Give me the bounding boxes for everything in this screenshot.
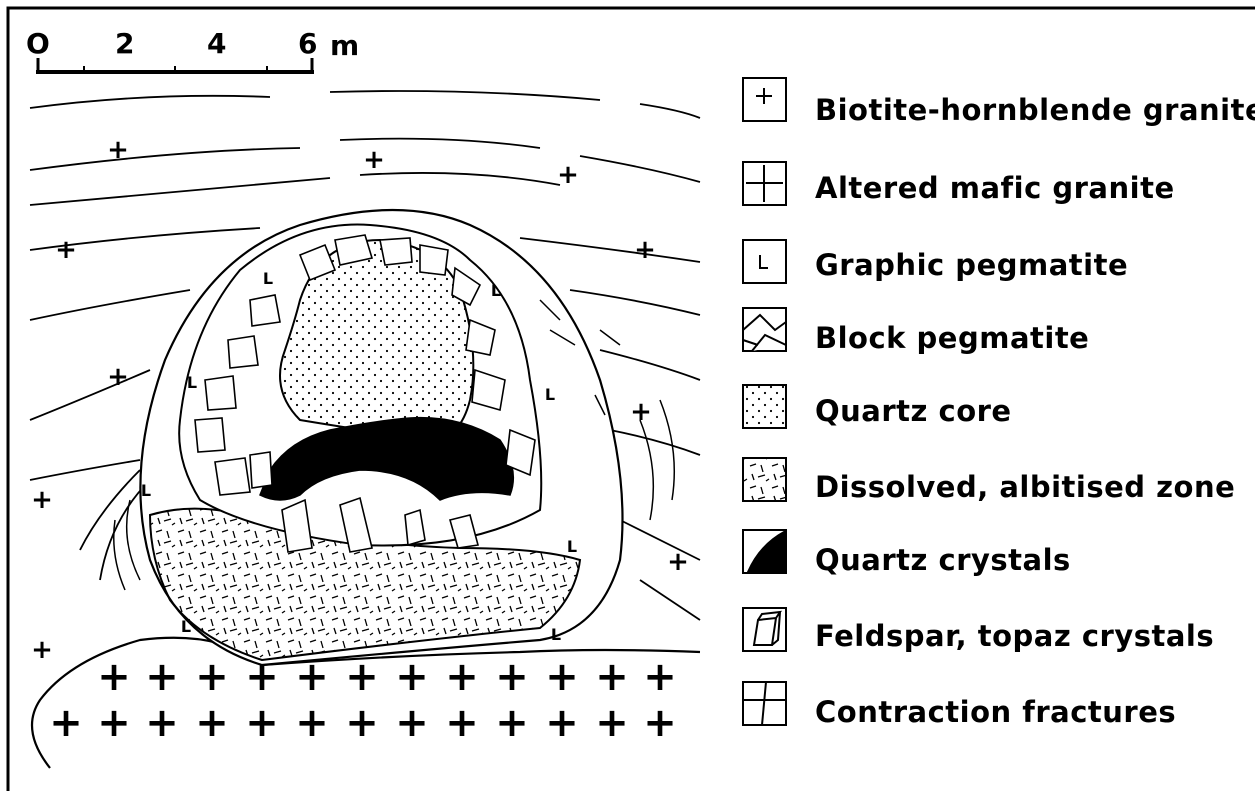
altered-granite-plus-symbol: + [595, 654, 629, 700]
scale-unit: m [330, 32, 359, 60]
granite-plus-symbol: + [557, 160, 579, 190]
legend-label-block-pegmatite: Block pegmatite [815, 324, 1089, 353]
granite-plus-symbol: + [107, 135, 129, 165]
graphic-pegmatite-symbol: L [181, 617, 191, 636]
graphic-pegmatite-symbol: L [567, 537, 577, 556]
swatch-block-pegmatite [743, 308, 786, 351]
scale-bar [36, 58, 314, 74]
altered-granite-plus-symbol: + [245, 654, 279, 700]
altered-granite-plus-symbol: + [295, 700, 329, 746]
graphic-pegmatite-symbol: L [187, 373, 197, 392]
legend-label-biotite-hornblende-granite: Biotite-hornblende granite [815, 96, 1255, 125]
granite-plus-symbol: + [55, 235, 77, 265]
legend-label-graphic-pegmatite: Graphic pegmatite [815, 251, 1128, 280]
legend-label-quartz-crystals: Quartz crystals [815, 546, 1071, 575]
swatch-biotite-hornblende-granite [743, 78, 786, 121]
altered-granite-plus-symbol: + [295, 654, 329, 700]
altered-granite-plus-symbol: + [595, 700, 629, 746]
altered-granite-plus-symbol: + [495, 700, 529, 746]
altered-granite-plus-symbol: + [545, 654, 579, 700]
swatch-contraction-fractures [743, 682, 786, 725]
granite-plus-symbol: + [31, 485, 53, 515]
granite-plus-symbol: + [667, 547, 689, 577]
altered-granite-plus-symbol: + [395, 654, 429, 700]
altered-granite-plus-symbol: + [195, 700, 229, 746]
altered-granite-plus-symbol: + [395, 700, 429, 746]
altered-granite-plus-symbol: + [495, 654, 529, 700]
graphic-pegmatite-symbol: L [551, 625, 561, 644]
altered-granite-plus-symbol: + [97, 700, 131, 746]
graphic-pegmatite-symbol: L [141, 481, 151, 500]
legend-label-altered-mafic-granite: Altered mafic granite [815, 174, 1175, 203]
swatch-quartz-core [743, 385, 786, 428]
graphic-pegmatite-symbol: L [263, 269, 273, 288]
altered-granite-plus-symbol: + [643, 700, 677, 746]
scale-tick-0: O [26, 30, 50, 58]
scale-tick-6: 6 [298, 30, 317, 58]
legend-swatches [743, 78, 786, 725]
graphic-pegmatite-symbol: L [491, 281, 501, 300]
scale-tick-4: 4 [207, 30, 226, 58]
altered-granite-plus-symbol: + [445, 654, 479, 700]
legend-label-quartz-core: Quartz core [815, 397, 1012, 426]
altered-granite-plus-symbol: + [345, 654, 379, 700]
altered-granite-plus-symbol: + [643, 654, 677, 700]
swatch-altered-mafic-granite [743, 162, 786, 205]
altered-granite-plus-symbol: + [545, 700, 579, 746]
swatch-quartz-crystals [743, 530, 786, 573]
granite-plus-symbol: + [363, 145, 385, 175]
altered-granite-plus-symbol: + [245, 700, 279, 746]
altered-granite-plus-symbol: + [49, 700, 83, 746]
legend-label-dissolved-albitised-zone: Dissolved, albitised zone [815, 473, 1235, 502]
granite-plus-symbol: + [107, 362, 129, 392]
legend-label-feldspar-topaz-crystals: Feldspar, topaz crystals [815, 622, 1214, 651]
granite-plus-symbol: + [31, 635, 53, 665]
swatch-graphic-pegmatite [743, 240, 786, 283]
altered-granite-plus-symbol: + [345, 700, 379, 746]
swatch-dissolved-albitised-zone [743, 458, 786, 501]
altered-granite-plus-symbol: + [145, 700, 179, 746]
scale-tick-2: 2 [115, 30, 134, 58]
swatch-feldspar-topaz-crystals [743, 608, 786, 651]
altered-granite-plus-symbol: + [195, 654, 229, 700]
altered-granite-plus-symbol: + [445, 700, 479, 746]
altered-granite-plus-symbol: + [97, 654, 131, 700]
granite-plus-symbol: + [630, 397, 652, 427]
granite-plus-symbol: + [634, 235, 656, 265]
altered-granite-plus-symbol: + [145, 654, 179, 700]
graphic-pegmatite-symbol: L [545, 385, 555, 404]
legend-label-contraction-fractures: Contraction fractures [815, 698, 1176, 727]
